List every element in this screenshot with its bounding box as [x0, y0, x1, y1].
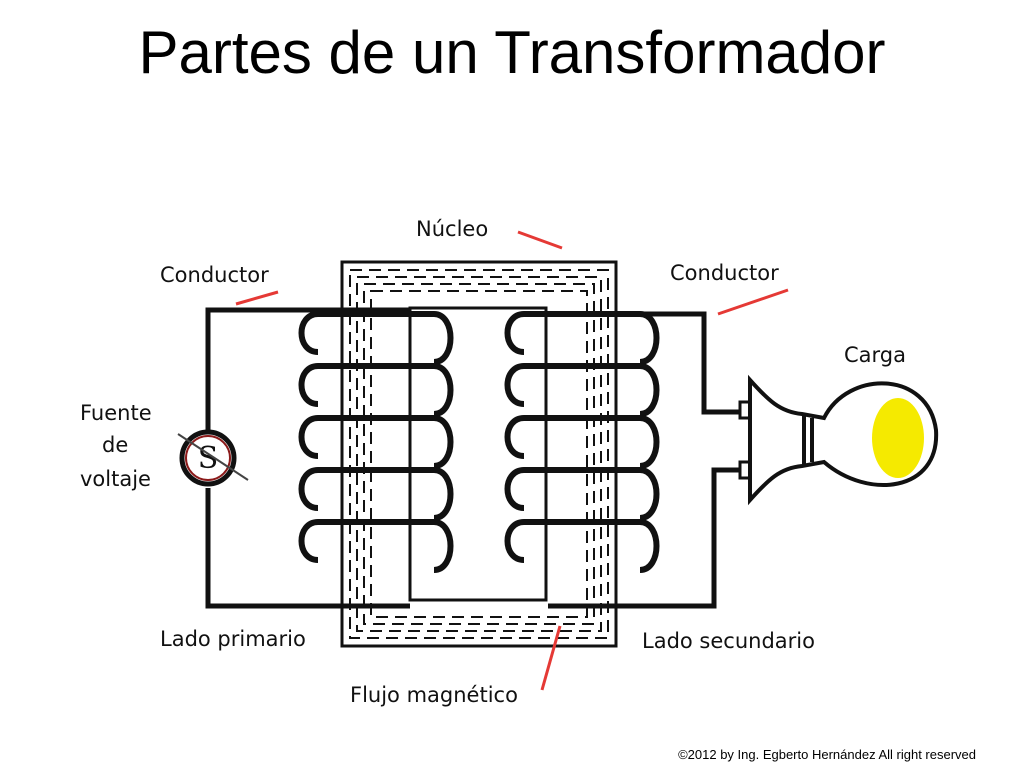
- primary-circuit-wire: [205, 307, 410, 609]
- coil-turn: [298, 363, 454, 417]
- slide-title: Partes de un Transformador: [138, 19, 886, 86]
- pointer-conductor-left: [235, 290, 279, 306]
- core-lamination-line: [363, 283, 595, 625]
- pointer-lines: [235, 230, 789, 691]
- core-lamination-line: [349, 269, 609, 639]
- coil-turn: [298, 415, 454, 469]
- pointer-flujo: [540, 625, 562, 691]
- copyright-footer: ©2012 by Ing. Egberto Hernández All righ…: [678, 747, 976, 762]
- label-conductor-right: Conductor: [670, 261, 779, 285]
- lamp-load-icon: [738, 374, 939, 506]
- transformer-core: [340, 260, 618, 648]
- secondary-circuit-wire: [548, 311, 744, 609]
- pointer-nucleo: [517, 230, 563, 250]
- label-voltaje: voltaje: [80, 467, 151, 491]
- label-conductor-left: Conductor: [160, 263, 269, 287]
- coil-turn: [504, 415, 660, 469]
- label-nucleo: Núcleo: [416, 217, 488, 241]
- label-lado-primario: Lado primario: [160, 627, 306, 651]
- label-carga: Carga: [844, 343, 906, 367]
- coil-turn: [298, 519, 454, 573]
- label-lado-secundario: Lado secundario: [642, 629, 815, 653]
- core-laminations: [349, 269, 609, 639]
- label-fuente-de: de: [102, 433, 128, 457]
- coil-turn: [504, 467, 660, 521]
- core-lamination-line: [370, 290, 588, 618]
- primary-winding: [298, 311, 454, 573]
- coil-turn: [504, 519, 660, 573]
- voltage-source-icon: S: [177, 429, 249, 487]
- transformer-diagram: S Núcleo Conductor Conductor Carga Fuent…: [68, 200, 948, 720]
- core-lamination-line: [356, 276, 602, 632]
- coil-turn: [298, 311, 454, 365]
- pointer-conductor-right: [717, 288, 789, 316]
- coil-turn: [298, 467, 454, 521]
- label-flujo-magnetico: Flujo magnético: [350, 683, 518, 707]
- coil-turn: [504, 363, 660, 417]
- label-fuente: Fuente: [80, 401, 152, 425]
